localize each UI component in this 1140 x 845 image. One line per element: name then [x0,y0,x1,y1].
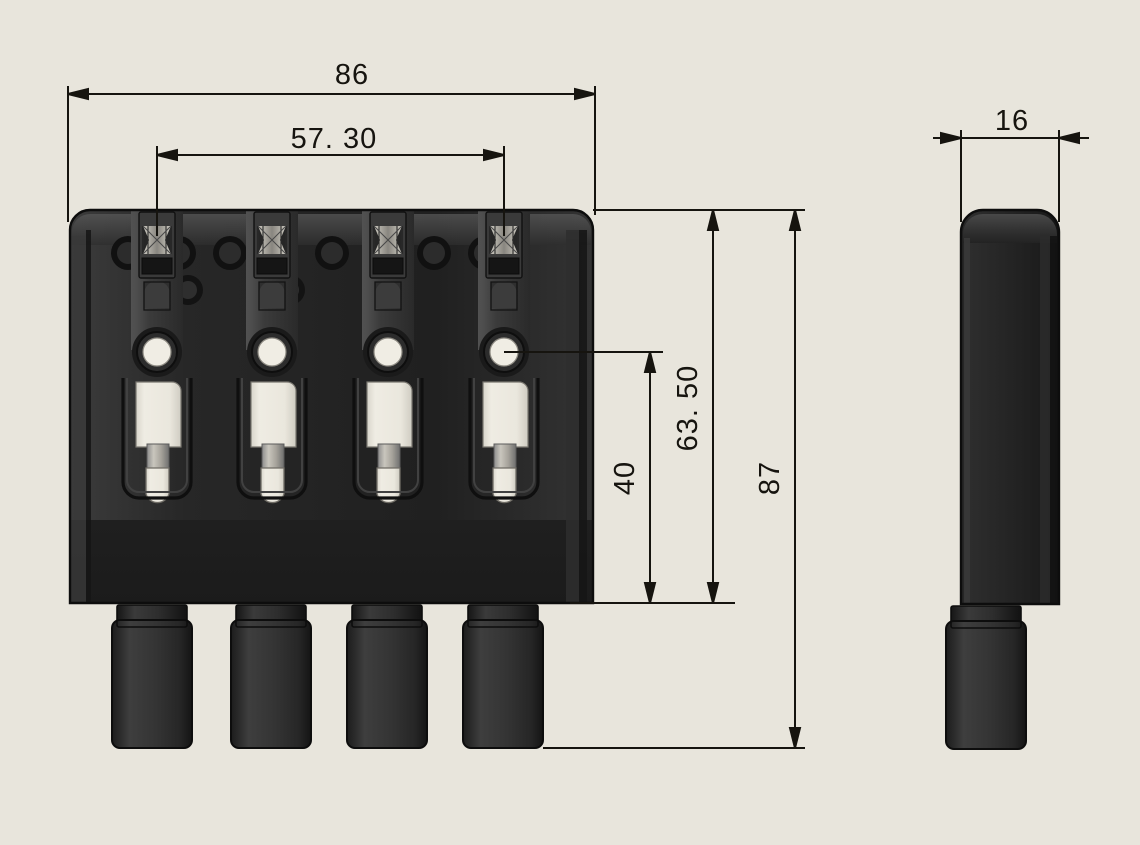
mounting-post-4 [462,604,544,749]
side-left-facet [964,238,970,604]
overall-height-dimension [543,209,805,749]
plate-height-value: 63. 50 [672,365,704,452]
plate-height-dimension [593,209,805,604]
overall-height-value: 87 [754,461,786,495]
overall-width-dimension [67,86,596,222]
bridge-right-edge-shadow [579,230,587,603]
mounting-post-1 [111,604,193,749]
side-body [961,210,1059,604]
side-right-facet [1040,236,1050,604]
depth-value: 16 [995,105,1029,137]
bridge-left-facet [70,236,86,603]
bridge-left-edge-shadow [86,230,91,603]
bridge-right-facet [566,230,579,603]
bridge-top-rail [72,214,591,245]
mounting-post-3 [346,604,428,749]
side-mounting-post [945,605,1027,750]
string-spacing-value: 57. 30 [291,123,378,155]
mounting-post-2 [230,604,312,749]
front-view [68,208,595,749]
dimension-layer [67,86,1089,749]
depth-dimension [933,130,1089,222]
side-top-bevel [963,214,1057,243]
side-view [945,208,1061,750]
saddle-offset-value: 40 [609,461,641,495]
bridge-outline [68,208,595,605]
overall-width-value: 86 [335,59,369,91]
string-spacing-dimension [156,146,505,236]
side-outline [959,208,1061,606]
side-right-edge-shadow [1050,236,1058,604]
